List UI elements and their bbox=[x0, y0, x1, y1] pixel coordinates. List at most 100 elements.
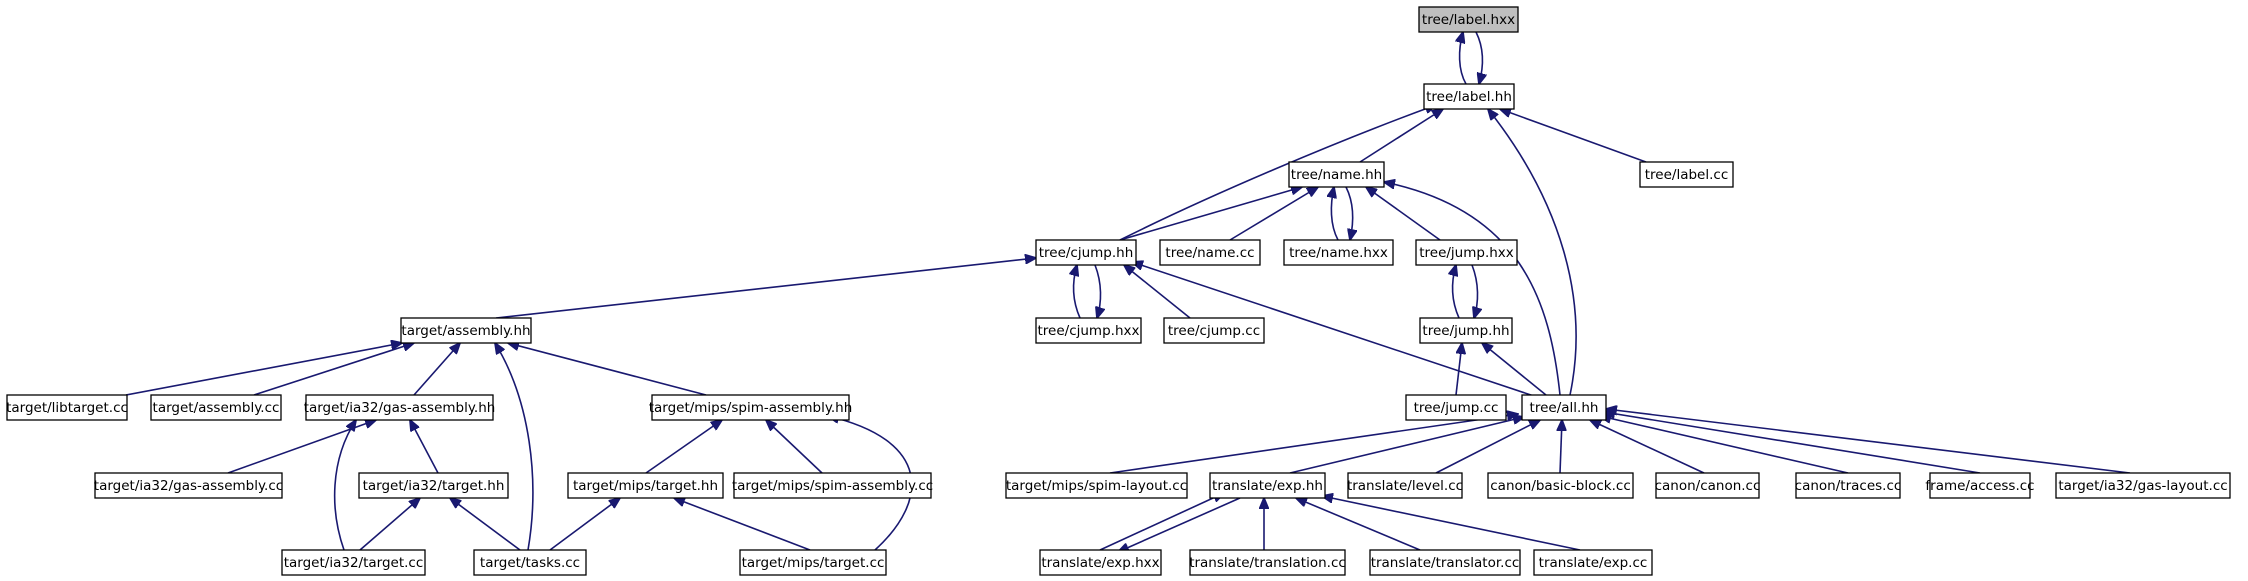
edge-mips-target-cc-to-mips-target-hh bbox=[674, 498, 811, 551]
node-label: target/libtarget.cc bbox=[6, 400, 128, 416]
node-label: tree/jump.hxx bbox=[1419, 245, 1514, 261]
node-target-ia32-gas-assembly-cc[interactable]: target/ia32/gas-assembly.cc bbox=[94, 472, 283, 499]
node-target-mips-spim-assembly-cc[interactable]: target/mips/spim-assembly.cc bbox=[732, 472, 933, 499]
node-label: target/assembly.cc bbox=[153, 400, 280, 416]
edge-jump-hxx-to-name-hh bbox=[1366, 187, 1441, 241]
node-label: tree/jump.cc bbox=[1414, 400, 1499, 416]
node-frame-access-cc[interactable]: frame/access.cc bbox=[1925, 472, 2035, 499]
node-canon-basic-block-cc[interactable]: canon/basic-block.cc bbox=[1487, 472, 1634, 499]
node-target-ia32-gas-layout-cc[interactable]: target/ia32/gas-layout.cc bbox=[2055, 472, 2231, 499]
edge-exp-cc-to-exp-hh bbox=[1322, 496, 1581, 551]
node-label: tree/cjump.hh bbox=[1039, 245, 1134, 261]
node-label: canon/canon.cc bbox=[1655, 478, 1761, 494]
edge-ia32-target-hh-to-gas-assembly-hh bbox=[410, 420, 439, 474]
node-tree-jump-hh[interactable]: tree/jump.hh bbox=[1419, 317, 1513, 344]
edge-basic-block-cc-to-all-hh bbox=[1560, 420, 1562, 474]
node-tree-label-hh[interactable]: tree/label.hh bbox=[1423, 83, 1515, 110]
edge-jump-hh-to-jump-hxx bbox=[1453, 265, 1460, 319]
edge-translator-cc-to-exp-hh bbox=[1296, 498, 1421, 551]
edge-mips-target-hh-to-spim-assembly-hh bbox=[645, 420, 722, 474]
node-tree-label-cc[interactable]: tree/label.cc bbox=[1639, 161, 1734, 188]
node-translate-exp-cc[interactable]: translate/exp.cc bbox=[1533, 549, 1653, 576]
edge-name-hxx-to-name-hh bbox=[1331, 187, 1339, 241]
node-translate-translator-cc[interactable]: translate/translator.cc bbox=[1369, 549, 1521, 576]
node-canon-traces-cc[interactable]: canon/traces.cc bbox=[1795, 472, 1902, 499]
edge-gas-assembly-hh-to-assembly-hh bbox=[413, 343, 460, 396]
node-translate-exp-hxx[interactable]: translate/exp.hxx bbox=[1039, 549, 1162, 576]
edge-label-cc-to-label-hh bbox=[1500, 109, 1647, 163]
node-tree-jump-cc[interactable]: tree/jump.cc bbox=[1405, 394, 1507, 421]
node-label: tree/name.hh bbox=[1291, 167, 1382, 183]
node-translate-level-cc[interactable]: translate/level.cc bbox=[1347, 472, 1463, 499]
edge-label-hxx-to-label-hh bbox=[1475, 31, 1482, 84]
edge-gas-layout-cc-to-all-hh bbox=[1606, 409, 2131, 474]
node-translate-exp-hh[interactable]: translate/exp.hh bbox=[1209, 472, 1326, 499]
node-target-mips-spim-assembly-hh[interactable]: target/mips/spim-assembly.hh bbox=[649, 394, 853, 421]
node-label: translate/translation.cc bbox=[1189, 555, 1346, 571]
node-target-ia32-target-hh[interactable]: target/ia32/target.hh bbox=[358, 472, 509, 499]
node-canon-canon-cc[interactable]: canon/canon.cc bbox=[1655, 472, 1761, 499]
node-tree-label-hxx[interactable]: tree/label.hxx bbox=[1418, 6, 1519, 33]
node-tree-jump-hxx[interactable]: tree/jump.hxx bbox=[1415, 239, 1518, 266]
node-target-ia32-target-cc[interactable]: target/ia32/target.cc bbox=[281, 549, 426, 576]
node-label: frame/access.cc bbox=[1925, 478, 2034, 494]
node-target-ia32-gas-assembly-hh[interactable]: target/ia32/gas-assembly.hh bbox=[304, 394, 496, 421]
node-target-mips-target-hh[interactable]: target/mips/target.hh bbox=[567, 472, 724, 499]
edge-name-cc-to-name-hh bbox=[1229, 187, 1318, 241]
edge-canon-cc-to-all-hh bbox=[1590, 420, 1705, 474]
node-label: target/mips/target.cc bbox=[742, 555, 885, 571]
node-tree-cjump-cc[interactable]: tree/cjump.cc bbox=[1163, 317, 1265, 344]
edge-cjump-hh-to-name-hh bbox=[1119, 187, 1302, 241]
node-label: translate/level.cc bbox=[1347, 478, 1463, 494]
file-nodes: tree/label.hxx tree/label.hh tree/name.h… bbox=[6, 6, 2231, 576]
node-tree-name-hxx[interactable]: tree/name.hxx bbox=[1283, 239, 1394, 266]
node-tree-name-cc[interactable]: tree/name.cc bbox=[1159, 239, 1261, 266]
node-label: target/mips/spim-assembly.cc bbox=[732, 478, 933, 494]
edge-all-hh-to-jump-hh bbox=[1482, 343, 1547, 396]
edge-spim-assembly-cc-to-spim-assembly-hh bbox=[766, 420, 823, 474]
edge-ia32-target-cc-to-gas-assembly-hh bbox=[333, 420, 356, 551]
node-label: tree/name.cc bbox=[1165, 245, 1254, 261]
node-target-mips-spim-layout-cc[interactable]: target/mips/spim-layout.cc bbox=[1005, 472, 1188, 499]
node-tree-all-hh[interactable]: tree/all.hh bbox=[1521, 394, 1607, 421]
edge-name-hh-to-label-hh bbox=[1359, 109, 1443, 163]
edge-tasks-cc-to-mips-target-hh bbox=[549, 498, 620, 551]
node-target-assembly-cc[interactable]: target/assembly.cc bbox=[150, 394, 282, 421]
edge-jump-hxx-to-jump-hh bbox=[1471, 264, 1478, 318]
node-tree-cjump-hxx[interactable]: tree/cjump.hxx bbox=[1035, 317, 1142, 344]
edge-cjump-hxx-to-cjump-hh bbox=[1074, 265, 1081, 319]
node-label: tree/cjump.cc bbox=[1168, 323, 1260, 339]
node-label: target/ia32/gas-assembly.cc bbox=[94, 478, 283, 494]
edge-libtarget-cc-to-assembly-hh bbox=[125, 343, 402, 396]
node-label: tree/label.cc bbox=[1645, 167, 1729, 183]
edge-all-hh-to-name-hh bbox=[1384, 182, 1561, 396]
node-label: target/ia32/gas-layout.cc bbox=[2058, 478, 2227, 494]
edge-all-hh-to-cjump-hh bbox=[1132, 262, 1541, 399]
node-label: tree/all.hh bbox=[1530, 400, 1599, 416]
node-target-mips-target-cc[interactable]: target/mips/target.cc bbox=[739, 549, 887, 576]
node-label: tree/label.hxx bbox=[1422, 12, 1515, 28]
edge-cjump-cc-to-cjump-hh bbox=[1124, 265, 1191, 319]
node-target-tasks-cc[interactable]: target/tasks.cc bbox=[473, 549, 587, 576]
edge-all-hh-to-label-hh bbox=[1488, 109, 1577, 396]
edge-exp-hh-to-exp-hxx bbox=[1118, 497, 1241, 552]
node-label: translate/exp.hxx bbox=[1041, 555, 1159, 571]
node-label: translate/translator.cc bbox=[1371, 555, 1520, 571]
edge-traces-cc-to-all-hh bbox=[1600, 416, 1849, 474]
edge-spim-assembly-hh-to-assembly-hh bbox=[508, 343, 707, 396]
node-label: tree/cjump.hxx bbox=[1038, 323, 1140, 339]
edge-assembly-hh-to-cjump-hh bbox=[495, 258, 1036, 319]
node-label: target/ia32/target.cc bbox=[284, 555, 424, 571]
edge-jump-cc-to-jump-hh bbox=[1455, 343, 1462, 396]
edge-label-hh-to-label-hxx bbox=[1460, 32, 1467, 85]
node-target-assembly-hh[interactable]: target/assembly.hh bbox=[400, 317, 532, 344]
node-label: target/tasks.cc bbox=[480, 555, 580, 571]
node-tree-cjump-hh[interactable]: tree/cjump.hh bbox=[1035, 239, 1137, 266]
node-label: target/mips/spim-layout.cc bbox=[1006, 478, 1187, 494]
node-translate-translation-cc[interactable]: translate/translation.cc bbox=[1189, 549, 1346, 576]
node-label: translate/exp.cc bbox=[1539, 555, 1648, 571]
node-tree-name-hh[interactable]: tree/name.hh bbox=[1288, 161, 1385, 188]
node-target-libtarget-cc[interactable]: target/libtarget.cc bbox=[6, 394, 128, 421]
edge-exp-hxx-to-exp-hh bbox=[1099, 493, 1224, 551]
